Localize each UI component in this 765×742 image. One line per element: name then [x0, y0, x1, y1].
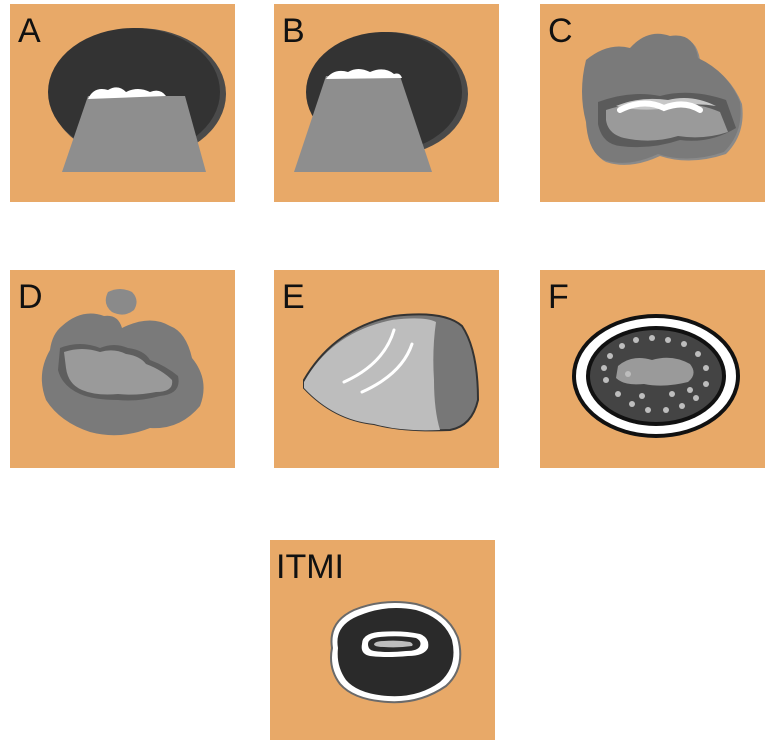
panel-d: D	[10, 270, 235, 468]
panel-c-illustration	[540, 4, 765, 202]
panel-d-illustration	[10, 270, 235, 468]
panel-a-label: A	[18, 14, 41, 48]
panel-e-label: E	[282, 280, 305, 314]
panel-b-label: B	[282, 14, 305, 48]
panel-itmi-label: ITMI	[276, 550, 344, 584]
panel-f-label: F	[548, 280, 569, 314]
panel-itmi: ITMI	[270, 540, 495, 740]
panel-f-illustration	[540, 270, 765, 468]
panel-e: E	[274, 270, 499, 468]
panel-c: C	[540, 4, 765, 202]
panel-e-illustration	[274, 270, 499, 468]
panel-a: A	[10, 4, 235, 202]
panel-b-illustration	[274, 4, 499, 202]
panel-c-label: C	[548, 14, 573, 48]
panel-a-illustration	[10, 4, 235, 202]
panel-b: B	[274, 4, 499, 202]
panel-d-label: D	[18, 280, 43, 314]
panel-f: F	[540, 270, 765, 468]
